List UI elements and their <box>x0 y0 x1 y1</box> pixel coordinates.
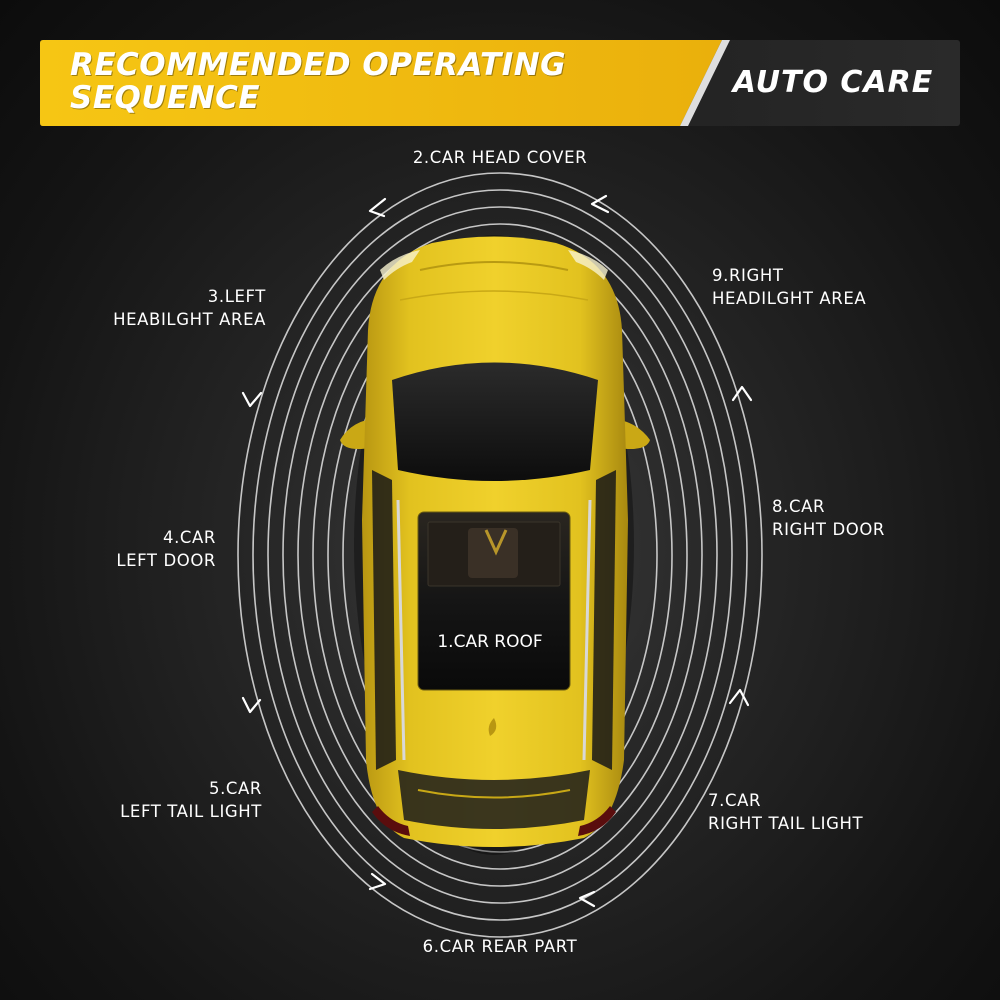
step-4-line1: CAR <box>179 528 216 547</box>
step-8-number: 8. <box>772 497 789 516</box>
car-top-view-icon <box>340 235 650 855</box>
step-7-line1: CAR <box>724 791 762 810</box>
step-7-right-tail-light: 7.CAR RIGHT TAIL LIGHT <box>708 789 908 835</box>
step-1-text: CAR ROOF <box>453 632 543 652</box>
arrow-icon-top-right <box>590 194 610 214</box>
direction-arrows <box>241 194 753 908</box>
step-5-line1: CAR <box>225 779 262 798</box>
step-6-car-rear-part: 6.CAR REAR PART <box>380 935 620 958</box>
banner-background <box>40 40 960 126</box>
step-2-car-head-cover: 2.CAR HEAD COVER <box>380 146 620 169</box>
step-3-line2: HEABILGHT AREA <box>113 310 266 329</box>
step-8-line1: CAR <box>788 497 826 516</box>
step-4-number: 4. <box>162 528 180 547</box>
step-4-left-door: 4.CAR LEFT DOOR <box>60 526 216 572</box>
step-1-number: 1. <box>437 632 454 652</box>
step-5-number: 5. <box>208 779 226 798</box>
step-7-line2: RIGHT TAIL LIGHT <box>708 814 864 833</box>
banner-title-line1: RECOMMENDED OPERATING <box>70 47 567 83</box>
step-8-line2: RIGHT DOOR <box>772 520 885 539</box>
banner-title: RECOMMENDED OPERATING SEQUENCE <box>70 49 710 115</box>
step-4-line2: LEFT DOOR <box>116 551 216 570</box>
arrow-icon-right-lower <box>728 688 750 707</box>
step-9-number: 9. <box>712 266 729 285</box>
step-1-car-roof: 1.CAR ROOF <box>420 632 560 652</box>
brand-logo: AUTO CARE <box>732 65 934 100</box>
header-banner: RECOMMENDED OPERATING SEQUENCE AUTO CARE <box>40 40 960 126</box>
step-5-line2: LEFT TAIL LIGHT <box>120 802 262 821</box>
step-9-line1: RIGHT <box>728 266 784 285</box>
step-9-line2: HEADILGHT AREA <box>712 289 867 308</box>
arrow-icon-left-upper <box>241 391 263 408</box>
step-6-text: CAR REAR PART <box>439 937 578 956</box>
sequence-rings <box>237 172 763 938</box>
step-3-line1: LEFT <box>224 287 266 306</box>
banner-title-line2: SEQUENCE <box>70 80 261 116</box>
step-3-left-headlight: 3.LEFT HEABILGHT AREA <box>60 285 266 331</box>
step-5-left-tail-light: 5.CAR LEFT TAIL LIGHT <box>60 777 262 823</box>
step-3-number: 3. <box>207 287 225 306</box>
arrow-icon-bottom-left <box>368 872 387 891</box>
step-2-number: 2. <box>412 148 430 167</box>
step-6-number: 6. <box>422 937 440 956</box>
arrow-icon-top-left <box>368 197 387 218</box>
arrow-icon-left-lower <box>241 696 262 714</box>
step-2-text: CAR HEAD COVER <box>429 148 588 167</box>
step-7-number: 7. <box>708 791 725 810</box>
arrow-icon-right-upper <box>731 385 753 402</box>
step-9-right-headlight: 9.RIGHT HEADILGHT AREA <box>712 264 932 310</box>
arrow-icon-bottom-right <box>578 890 596 908</box>
step-8-right-door: 8.CAR RIGHT DOOR <box>772 495 952 541</box>
